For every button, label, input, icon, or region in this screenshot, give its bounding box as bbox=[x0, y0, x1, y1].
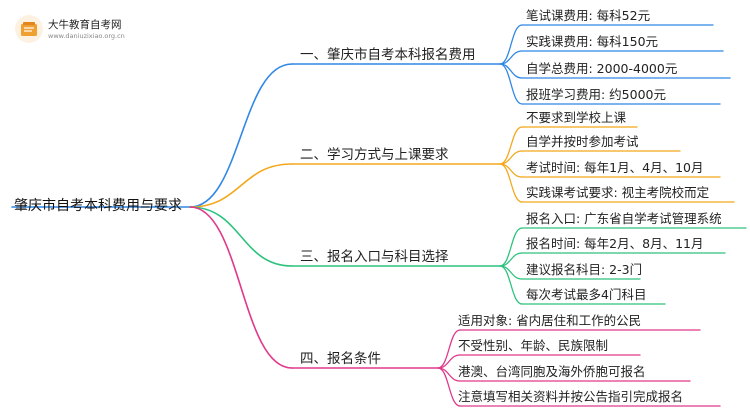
branch-connector-1 bbox=[189, 63, 293, 208]
branch-node-4: 四、报名条件 bbox=[300, 351, 381, 367]
leaf-node-1-3: 自学总费用: 2000-4000元 bbox=[526, 61, 678, 76]
leaf-node-3-3: 建议报名科目: 2-3门 bbox=[526, 262, 643, 277]
leaf-node-2-2: 自学并按时参加考试 bbox=[526, 134, 639, 149]
leaf-node-4-3: 港澳、台湾同胞及海外侨胞可报名 bbox=[458, 364, 646, 379]
logo-url: www.daniuzixiao.org.cn bbox=[48, 32, 125, 40]
leaf-node-3-2: 报名时间: 每年2月、8月、11月 bbox=[526, 236, 704, 251]
root-node: 肇庆市自考本科费用与要求 bbox=[14, 198, 182, 214]
leaf-node-4-1: 适用对象: 省内居住和工作的公民 bbox=[458, 313, 642, 328]
leaf-node-3-1: 报名入口: 广东省自学考试管理系统 bbox=[526, 211, 722, 226]
branch-connector-3 bbox=[189, 206, 293, 267]
leaf-connector-3-4 bbox=[499, 265, 523, 305]
leaf-node-1-4: 报班学习费用: 约5000元 bbox=[526, 87, 666, 102]
leaf-node-3-4: 每次考试最多4门科目 bbox=[526, 287, 647, 302]
leaf-connector-3-1 bbox=[499, 227, 523, 267]
leaf-connector-4-1 bbox=[437, 329, 461, 369]
leaf-node-4-2: 不受性别、年龄、民族限制 bbox=[458, 338, 609, 353]
leaf-node-1-1: 笔试课费用: 每科52元 bbox=[526, 8, 651, 23]
leaf-node-2-4: 实践课考试要求: 视主考院校而定 bbox=[526, 185, 710, 200]
logo-name: 大牛教育自考网 bbox=[48, 19, 122, 31]
branch-node-1: 一、肇庆市自考本科报名费用 bbox=[300, 47, 476, 63]
branch-node-3: 三、报名入口与科目选择 bbox=[300, 249, 449, 265]
book-logo-icon bbox=[15, 15, 43, 43]
branch-connector-2 bbox=[189, 163, 293, 208]
leaf-connector-1-1 bbox=[499, 24, 523, 65]
leaf-node-4-4: 注意填写相关资料并按公告指引完成报名 bbox=[458, 389, 684, 404]
leaf-node-2-1: 不要求到学校上课 bbox=[526, 110, 627, 125]
leaf-connector-2-4 bbox=[499, 163, 523, 203]
connector-lines bbox=[11, 24, 747, 407]
site-logo: 大牛教育自考网 www.daniuzixiao.org.cn bbox=[14, 14, 134, 44]
leaf-connector-1-4 bbox=[499, 63, 523, 105]
branch-node-2: 二、学习方式与上课要求 bbox=[300, 147, 449, 163]
leaf-connector-2-1 bbox=[499, 126, 523, 165]
leaf-node-1-2: 实践课费用: 每科150元 bbox=[526, 34, 659, 49]
branch-connector-4 bbox=[189, 206, 293, 369]
leaf-node-2-3: 考试时间: 每年1月、4月、10月 bbox=[526, 160, 704, 175]
leaf-connector-4-4 bbox=[437, 367, 461, 407]
